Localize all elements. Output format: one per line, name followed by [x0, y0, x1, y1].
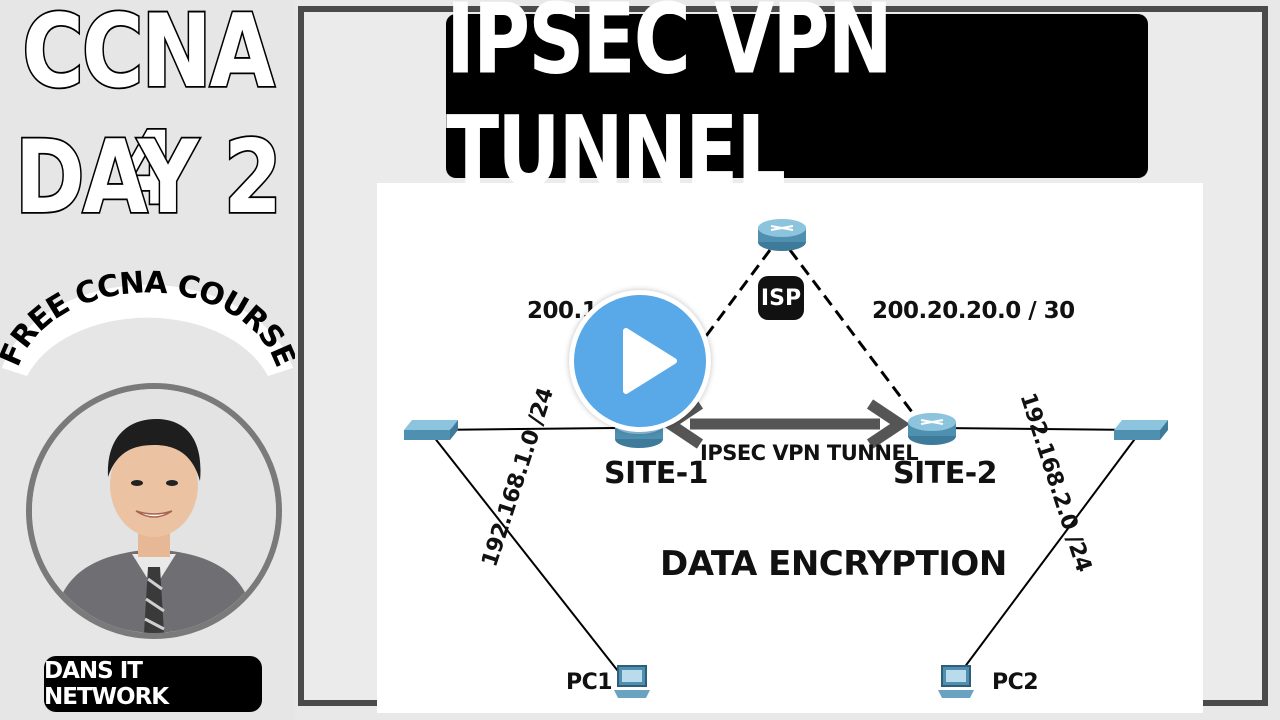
- left-panel: CCNA 4 DAY 2 FREE CCNA COURSE DANS IT NE…: [0, 0, 295, 720]
- pc1-icon: [614, 665, 650, 698]
- switch2-icon: [1114, 420, 1168, 440]
- encryption-label: DATA ENCRYPTION: [660, 544, 1007, 584]
- channel-name-box: DANS IT NETWORK: [44, 656, 262, 712]
- avatar: [26, 383, 282, 639]
- switch1-icon: [404, 420, 458, 440]
- pc1-label: PC1: [566, 670, 613, 695]
- site1-label: SITE-1: [604, 456, 709, 491]
- play-icon: [623, 328, 677, 394]
- site2-router-icon: [908, 413, 956, 445]
- course-title: CCNA 4: [21, 0, 277, 229]
- isp-label-badge: ISP: [758, 276, 804, 320]
- channel-name: DANS IT NETWORK: [44, 658, 169, 710]
- pc2-label: PC2: [992, 670, 1039, 695]
- tunnel-label: IPSEC VPN TUNNEL: [700, 441, 919, 465]
- day-title: DAY 2: [13, 116, 283, 237]
- network-diagram: [377, 183, 1203, 713]
- isp-label: ISP: [760, 285, 802, 311]
- site2-label: SITE-2: [893, 456, 998, 491]
- pc2-icon: [938, 665, 974, 698]
- course-badge: FREE CCNA COURSE: [0, 268, 295, 376]
- play-button[interactable]: [569, 290, 711, 432]
- isp-router-icon: [758, 219, 806, 251]
- site2-wan-label: 200.20.20.0 / 30: [872, 298, 1075, 324]
